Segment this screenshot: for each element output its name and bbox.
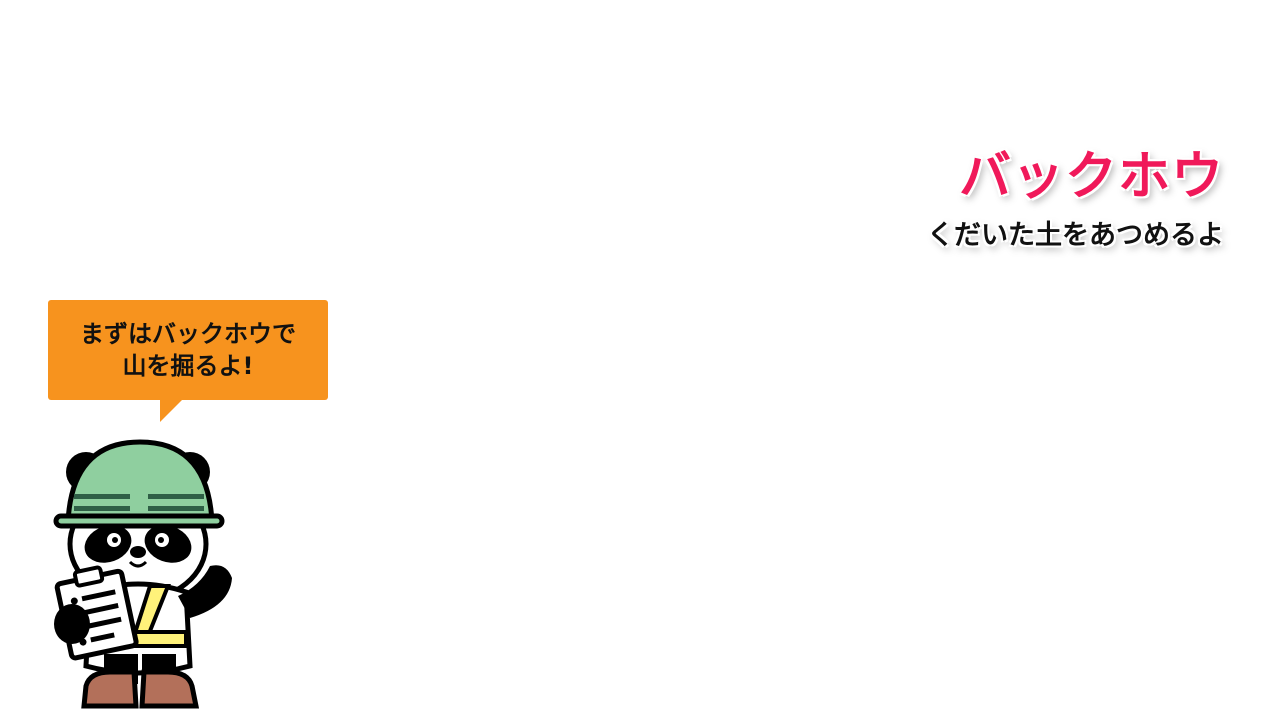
helmet-brim <box>53 513 225 529</box>
panda-nose <box>130 546 146 558</box>
eye-left-pupil <box>112 537 118 543</box>
machine-subtitle: くだいた土をあつめるよ <box>927 220 1224 251</box>
panda-worker-icon <box>53 439 232 709</box>
helmet-dome <box>65 439 215 525</box>
panda-hand-left <box>54 604 90 644</box>
speech-line-1: まずはバックホウで <box>80 320 296 348</box>
machine-title-block: バックホウ くだいた土をあつめるよ <box>927 140 1224 254</box>
boot-right <box>139 669 200 709</box>
eye-right-pupil <box>158 537 164 543</box>
eye-patch-left <box>84 525 132 563</box>
boot-left <box>81 669 139 709</box>
speech-text: まずはバックホウで 山を掘るよ! <box>80 318 296 382</box>
speech-bubble: まずはバックホウで 山を掘るよ! <box>48 300 328 422</box>
eye-patch-right <box>144 525 192 563</box>
speech-line-2: 山を掘るよ! <box>122 352 254 380</box>
helmet-stripe <box>74 494 130 499</box>
panda-arm-right <box>178 565 232 618</box>
machine-title: バックホウ <box>958 147 1224 207</box>
helmet-stripe <box>148 506 204 511</box>
panda-mouth <box>128 560 148 568</box>
helmet-stripe <box>74 506 130 511</box>
helmet-stripe <box>148 494 204 499</box>
